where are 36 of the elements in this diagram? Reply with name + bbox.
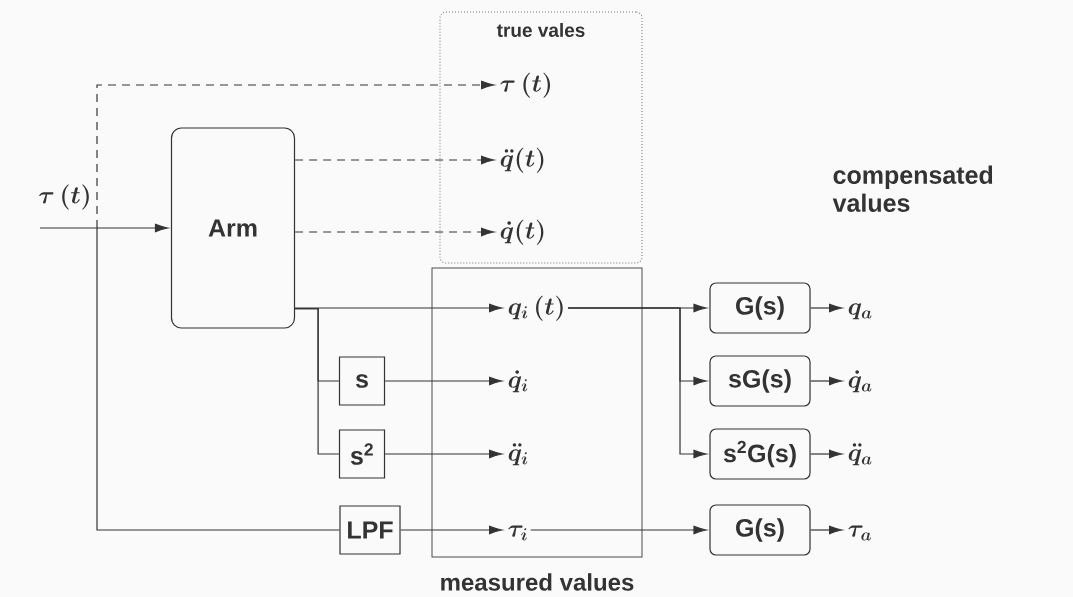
arrow: [810, 303, 843, 313]
signal-label: $\ddot{q}(t)$: [500, 147, 544, 173]
signal-label: $\tau_{i}$: [508, 525, 527, 541]
signal-label: $\dot{q}_{a}$: [848, 370, 872, 393]
column-heading: compensated values: [832, 165, 993, 212]
signal-label: $q_{a}$: [848, 303, 872, 320]
block-box: LPF: [339, 505, 401, 555]
block-box: s: [338, 356, 386, 406]
block-box: s$^{2}$: [338, 429, 386, 479]
block-box: G(s): [709, 504, 811, 556]
arrow: [384, 449, 503, 459]
arrow: [96, 80, 495, 229]
arrow: [567, 307, 707, 459]
signal-label: $\dot{q}_{i}$: [508, 370, 528, 393]
signal-label: $\ddot{q}_{a}$: [848, 443, 872, 466]
signal-label: $q_{i}\,(t)$: [508, 295, 563, 321]
arrow: [400, 525, 503, 535]
arrow: [294, 155, 495, 165]
signal-label: $\dot{q}(t)$: [500, 219, 544, 245]
block-box: Arm: [170, 127, 296, 329]
arrow: [810, 449, 843, 459]
arrow: [384, 376, 503, 386]
arrow: [810, 525, 843, 535]
arrow: [530, 525, 707, 535]
block-box: s$^{2}$G(s): [709, 428, 811, 480]
arrow: [810, 376, 843, 386]
signal-label: $\tau\,(t)$: [500, 72, 551, 98]
edge-label: $\tau\,(t)$: [37, 183, 93, 211]
signal-label: $\tau_{a}$: [848, 525, 871, 541]
arrow: [294, 227, 495, 237]
arrow: [294, 303, 503, 313]
block-box: sG(s): [709, 355, 811, 407]
signal-label: $\ddot{q}_{i}$: [508, 443, 528, 466]
node-label: measured values: [441, 573, 634, 591]
block-box: G(s): [709, 282, 811, 334]
arrow: [39, 223, 169, 233]
